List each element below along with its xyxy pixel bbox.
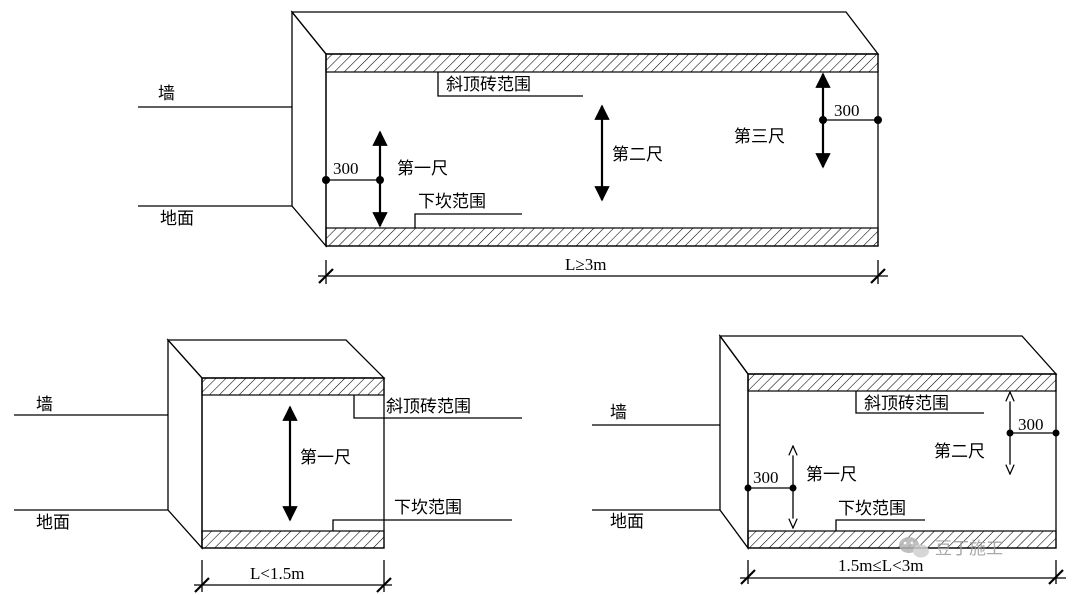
ruler-1-label: 第一尺 bbox=[397, 159, 448, 179]
watermark-text: 豆丁施工 bbox=[935, 539, 1003, 559]
offset-right-value: 300 bbox=[834, 101, 860, 120]
length-dimension: L≥3m bbox=[318, 255, 888, 284]
length-label: L<1.5m bbox=[250, 564, 304, 583]
top-range-label: 斜顶砖范围 bbox=[386, 397, 471, 417]
top-range-label: 斜顶砖范围 bbox=[446, 75, 531, 95]
bottom-range-label: 下坎范围 bbox=[838, 499, 906, 519]
wall-label: 墙 bbox=[36, 395, 53, 415]
bottom-range-label: 下坎范围 bbox=[394, 498, 462, 518]
ruler-3: 300 第三尺 bbox=[734, 72, 882, 169]
length-dimension: 1.5m≤L<3m bbox=[740, 556, 1066, 585]
top-range-leader bbox=[855, 391, 984, 414]
ruler-3-label: 第三尺 bbox=[734, 127, 785, 147]
ruler-2-label: 第二尺 bbox=[934, 442, 985, 462]
offset-right-value: 300 bbox=[1018, 415, 1044, 434]
top-range-leader bbox=[437, 72, 583, 97]
bottom-range-leader bbox=[835, 519, 925, 531]
length-label: L≥3m bbox=[565, 255, 606, 274]
ruler-2: 第二尺 bbox=[594, 104, 663, 202]
top-hatch-band bbox=[747, 373, 1057, 392]
ruler-1-label: 第一尺 bbox=[806, 465, 857, 485]
diagram-top: 墙 地面 斜顶砖范围 下坎范围 300 第一尺 第二尺 300 第三尺 bbox=[138, 10, 888, 284]
ground-label: 地面 bbox=[610, 512, 644, 532]
offset-left-value: 300 bbox=[753, 468, 779, 487]
length-label: 1.5m≤L<3m bbox=[838, 556, 924, 575]
ruler-1: 300 第一尺 bbox=[744, 446, 857, 528]
wall-label: 墙 bbox=[158, 84, 175, 104]
bottom-range-leader bbox=[332, 519, 512, 531]
watermark: 豆丁施工 bbox=[899, 537, 1003, 559]
ruler-1-label: 第一尺 bbox=[300, 448, 351, 468]
top-hatch-band bbox=[201, 377, 385, 396]
top-hatch-band bbox=[325, 53, 879, 73]
ruler-1: 第一尺 bbox=[282, 405, 351, 522]
wechat-logo-icon bbox=[899, 537, 929, 558]
diagram-bottom-left: 墙 地面 斜顶砖范围 下坎范围 第一尺 L<1.5m bbox=[14, 338, 522, 593]
top-range-leader bbox=[353, 395, 522, 419]
bottom-hatch-band bbox=[201, 530, 385, 549]
ground-label: 地面 bbox=[160, 209, 194, 229]
ruler-1: 300 第一尺 bbox=[322, 130, 448, 228]
ruler-2-label: 第二尺 bbox=[612, 145, 663, 165]
ruler-2: 300 第二尺 bbox=[934, 392, 1060, 474]
diagram-bottom-right: 墙 地面 斜顶砖范围 下坎范围 300 第一尺 300 第二尺 bbox=[592, 334, 1066, 585]
offset-left-value: 300 bbox=[333, 159, 359, 178]
ground-label: 地面 bbox=[36, 513, 70, 533]
bottom-range-leader bbox=[414, 213, 522, 228]
wall-label: 墙 bbox=[610, 403, 627, 423]
box-outline bbox=[166, 338, 386, 550]
bottom-hatch-band bbox=[325, 227, 879, 247]
length-dimension: L<1.5m bbox=[194, 560, 392, 593]
top-range-label: 斜顶砖范围 bbox=[864, 394, 949, 414]
bottom-range-label: 下坎范围 bbox=[418, 192, 486, 212]
